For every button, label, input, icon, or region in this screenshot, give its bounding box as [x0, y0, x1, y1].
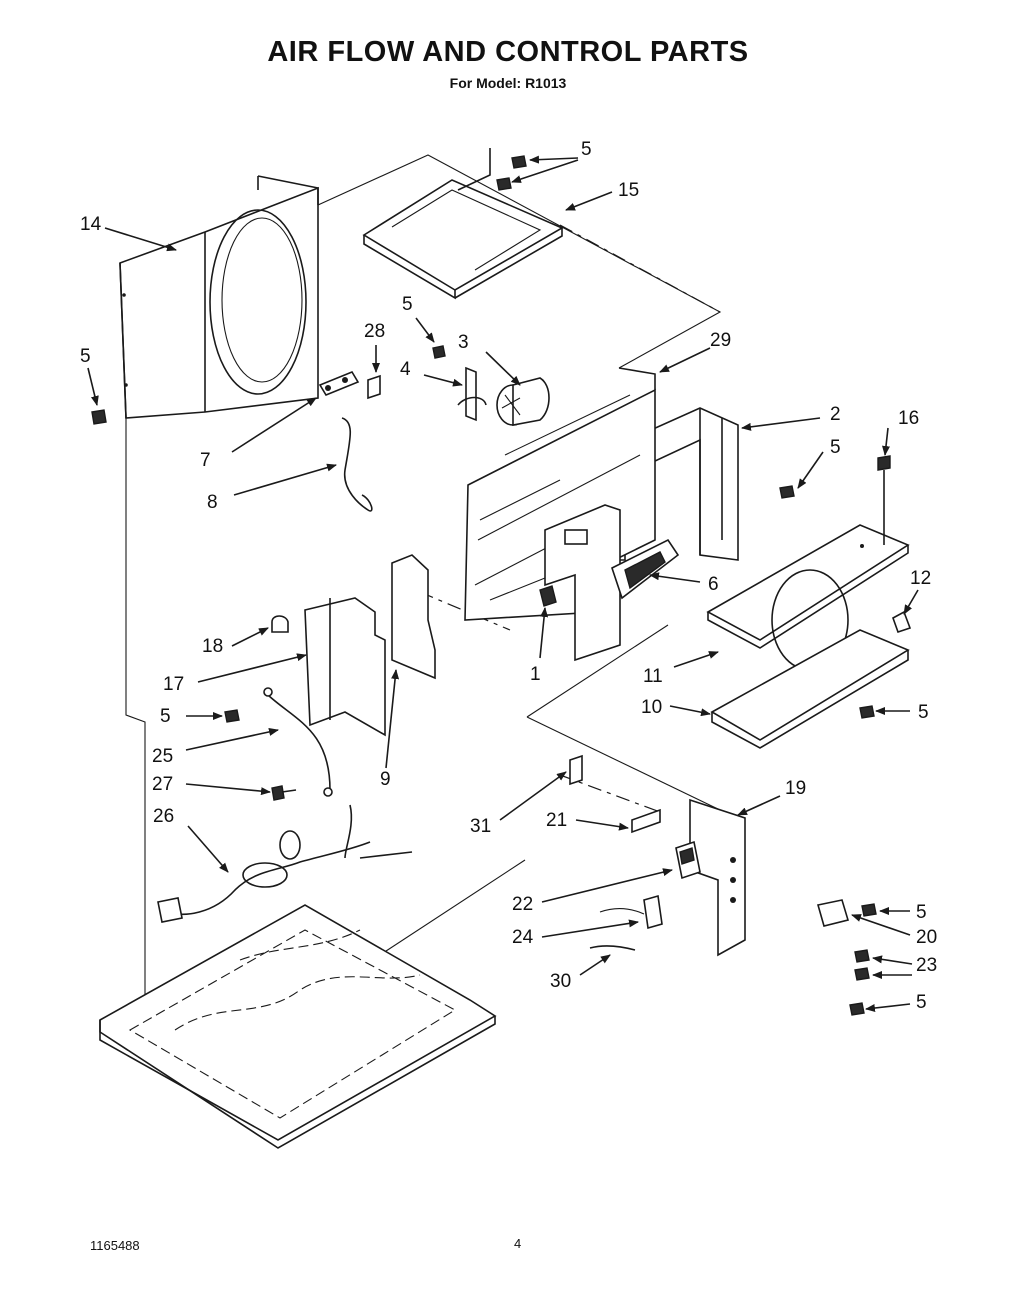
callout-5: 5 [160, 706, 171, 727]
callout-5: 5 [581, 139, 592, 160]
callout-6: 6 [708, 574, 719, 595]
callout-26: 26 [153, 806, 174, 827]
part-14-front-shroud [119, 175, 319, 419]
callout-14: 14 [80, 214, 102, 235]
callout-5: 5 [916, 992, 927, 1013]
callout-30: 30 [550, 971, 571, 992]
callout-28: 28 [364, 321, 385, 342]
page-title: AIR FLOW AND CONTROL PARTS [267, 36, 749, 68]
callout-24: 24 [512, 927, 534, 948]
callout-5: 5 [918, 702, 929, 723]
part-20-knob [816, 899, 850, 927]
document-number: 1165488 [90, 1238, 140, 1253]
callout-4: 4 [400, 359, 411, 380]
callout-5: 5 [80, 346, 91, 367]
callout-9: 9 [380, 769, 391, 790]
part-22-switch [675, 840, 701, 880]
part-16-screw [877, 455, 891, 545]
part-25-wire [263, 687, 333, 797]
callout-2: 2 [830, 404, 841, 425]
callout-15: 15 [618, 180, 639, 201]
part-15-top-cover [362, 148, 564, 300]
part-30-wire [589, 945, 636, 951]
callout-22: 22 [512, 894, 533, 915]
callout-11: 11 [643, 666, 663, 687]
callout-17: 17 [163, 674, 184, 695]
part-3-motor [496, 377, 550, 426]
part-7-clip [318, 371, 360, 396]
part-1-control-bracket [539, 504, 621, 662]
part-28-tab [367, 374, 381, 400]
assembly-guide-lines [125, 154, 722, 1000]
model-subtitle: For Model: R1013 [449, 75, 567, 91]
callout-21: 21 [546, 810, 567, 831]
screws [91, 155, 877, 1016]
callout-18: 18 [202, 636, 223, 657]
page-number: 4 [514, 1236, 522, 1251]
part-9-baffle [391, 554, 436, 680]
callout-1: 1 [530, 664, 541, 685]
leader-arrows [87, 155, 919, 1012]
callout-31: 31 [470, 816, 491, 837]
callout-20: 20 [916, 927, 937, 948]
callout-3: 3 [458, 332, 469, 353]
part-17-bracket [304, 597, 386, 737]
part-31-clip [569, 754, 583, 786]
part-26-power-cord [157, 804, 413, 923]
callout-5: 5 [916, 902, 927, 923]
callout-12: 12 [910, 568, 931, 589]
callout-10: 10 [641, 697, 662, 718]
part-27-screw [271, 785, 297, 801]
part-19-control-panel [689, 798, 746, 957]
callout-labels: 5 15 14 5 28 3 29 5 4 2 16 5 7 8 6 12 18… [80, 139, 937, 1013]
part-10-drain-tray [710, 629, 910, 749]
callout-27: 27 [152, 774, 173, 795]
part-24-switch [599, 894, 663, 930]
callout-5: 5 [830, 437, 841, 458]
callout-7: 7 [200, 450, 211, 471]
callout-5: 5 [402, 294, 413, 315]
callout-19: 19 [785, 778, 806, 799]
part-12-clip [892, 610, 912, 634]
base-pan [99, 904, 497, 1149]
callout-16: 16 [898, 408, 919, 429]
part-18-grommet [271, 615, 289, 633]
part-21-bracket [631, 808, 661, 834]
callout-25: 25 [152, 746, 173, 767]
part-8-wire-rod [341, 417, 373, 512]
callout-29: 29 [710, 330, 731, 351]
callout-8: 8 [207, 492, 218, 513]
callout-23: 23 [916, 955, 937, 976]
part-4-strap [457, 366, 487, 422]
part-6-grille [611, 538, 680, 600]
